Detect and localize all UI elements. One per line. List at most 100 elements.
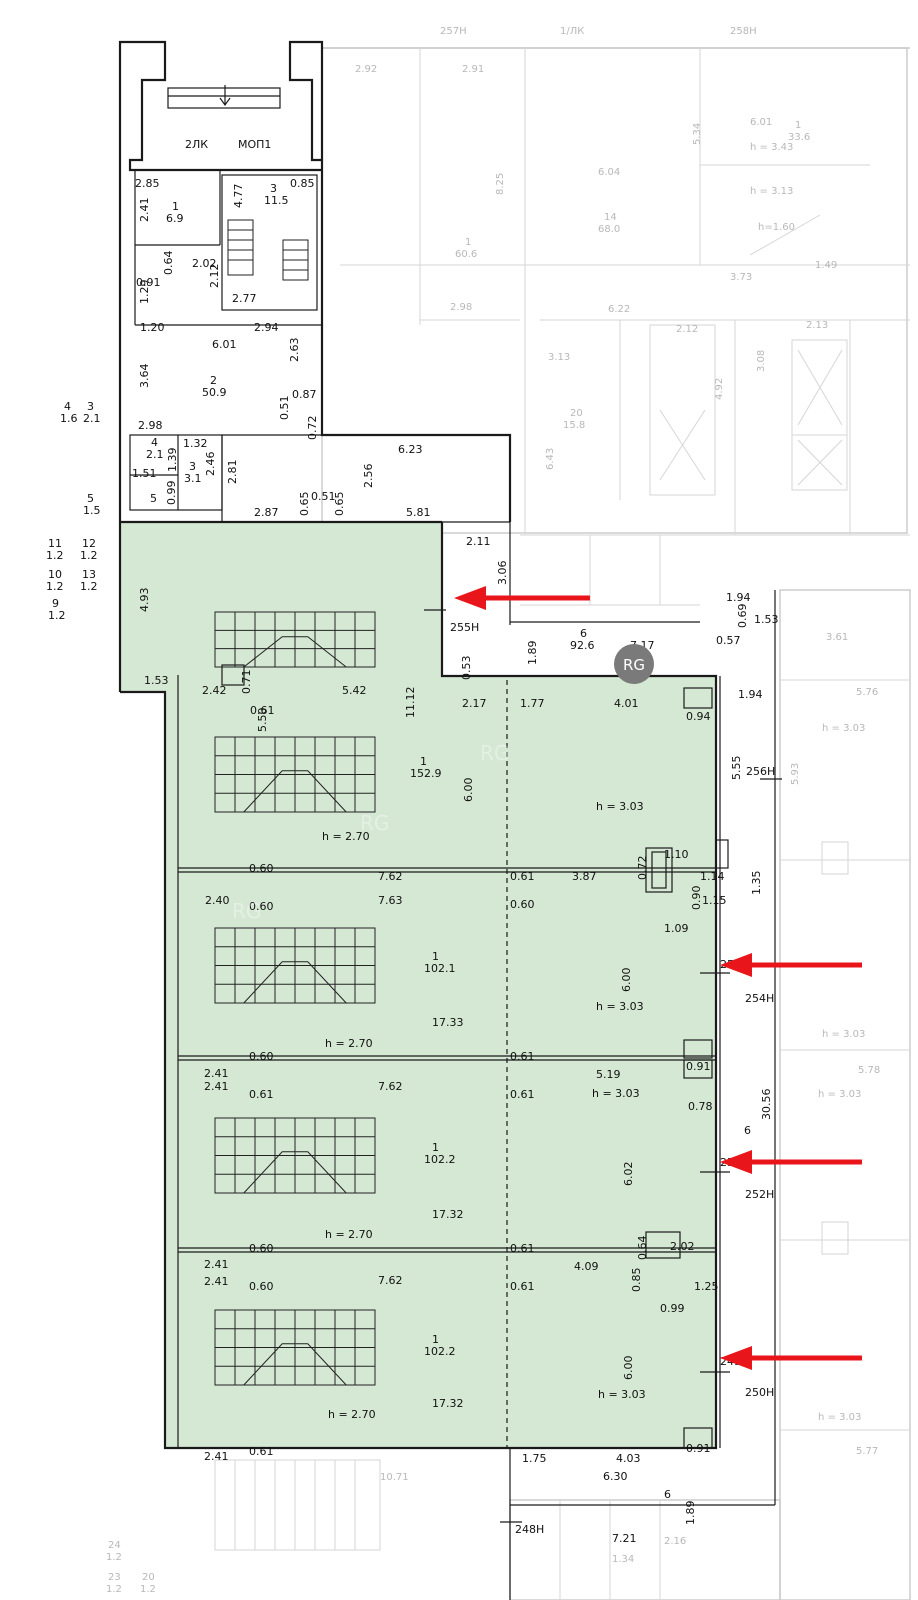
side-label: 10 bbox=[48, 568, 62, 581]
dim-label: 2.41 bbox=[204, 1080, 229, 1093]
dim-label: 0.61 bbox=[510, 1050, 535, 1063]
ghost-dim: 15.8 bbox=[563, 420, 585, 431]
side-label: 1.2 bbox=[106, 1552, 122, 1563]
side-labels: 4 1.6 3 2.1 5 1.5 11 1.2 12 1.2 10 1.2 1… bbox=[46, 400, 156, 1595]
dim-label: 0.64 bbox=[162, 251, 175, 276]
dim-label: 1.09 bbox=[664, 922, 689, 935]
dim-label: 2.85 bbox=[135, 177, 160, 190]
dim-label: 1.77 bbox=[520, 697, 545, 710]
stair-grid bbox=[214, 1117, 376, 1194]
dim-label: 2.41 bbox=[204, 1067, 229, 1080]
dim-label: 5.55 bbox=[730, 756, 743, 781]
dim-label: 0.91 bbox=[686, 1442, 711, 1455]
arrow-axis-253 bbox=[720, 953, 862, 977]
dim-label: 0.61 bbox=[510, 870, 535, 883]
arrow-axis-249 bbox=[720, 1346, 862, 1370]
dim-label: 0.72 bbox=[306, 416, 319, 441]
room-number: 6 bbox=[580, 627, 587, 640]
dim-label: 0.51 bbox=[311, 490, 336, 503]
height-label: h = 3.13 bbox=[750, 186, 793, 197]
ghost-dim: 1 bbox=[795, 120, 801, 131]
dim-label: 4.09 bbox=[574, 1260, 599, 1273]
ghost-dim: 68.0 bbox=[598, 224, 620, 235]
ghost-dim: h = 3.03 bbox=[822, 1029, 865, 1040]
stair-grid bbox=[214, 927, 376, 1004]
dim-label: 6.23 bbox=[398, 443, 423, 456]
dim-label: 2.12 bbox=[208, 264, 221, 289]
dim-label: 1.75 bbox=[522, 1452, 547, 1465]
dim-label: 0.85 bbox=[290, 177, 315, 190]
dim-label: 2.56 bbox=[362, 464, 375, 489]
room-area: 102.2 bbox=[424, 1153, 456, 1166]
axis-label-254: 254Н bbox=[745, 992, 774, 1005]
highlighted-area bbox=[120, 522, 716, 1448]
ghost-dim: h = 3.03 bbox=[818, 1412, 861, 1423]
height-label: h = 3.43 bbox=[750, 142, 793, 153]
dim-label: 1.32 bbox=[183, 437, 208, 450]
height-label: h=1.60 bbox=[758, 222, 795, 233]
room-area: 6.9 bbox=[166, 212, 184, 225]
dim-label: 2.81 bbox=[226, 460, 239, 485]
side-label: 3 bbox=[87, 400, 94, 413]
ghost-dim: 6.04 bbox=[598, 167, 620, 178]
room-area: 92.6 bbox=[570, 639, 595, 652]
height-label: h = 3.03 bbox=[596, 1000, 644, 1013]
side-label: 23 bbox=[108, 1572, 121, 1583]
dim-label: 3.87 bbox=[572, 870, 597, 883]
room-area: 2.1 bbox=[146, 448, 164, 461]
dim-label: 1.20 bbox=[140, 321, 165, 334]
side-label: 1.2 bbox=[106, 1584, 122, 1595]
side-label: 1.2 bbox=[80, 580, 98, 593]
dim-label: 2.46 bbox=[204, 452, 217, 477]
height-label: h = 2.70 bbox=[325, 1228, 373, 1241]
ghost-dim: 5.78 bbox=[858, 1065, 880, 1076]
room-area: 152.9 bbox=[410, 767, 442, 780]
ghost-dim: 6.43 bbox=[545, 448, 556, 470]
stair-grid bbox=[214, 736, 376, 813]
dim-label: 6.00 bbox=[462, 778, 475, 803]
side-label: 4 bbox=[64, 400, 71, 413]
room-number: 3 bbox=[189, 460, 196, 473]
dim-label: 11.12 bbox=[404, 687, 417, 719]
dim-label: 1.10 bbox=[664, 848, 689, 861]
dim-label: 1.94 bbox=[738, 688, 763, 701]
ghost-dim: h = 3.03 bbox=[818, 1089, 861, 1100]
side-label: 2.1 bbox=[83, 412, 101, 425]
dim-label: 0.57 bbox=[716, 634, 741, 647]
dim-label: 7.62 bbox=[378, 870, 403, 883]
ghost-dim: 60.6 bbox=[455, 249, 477, 260]
watermark-text: RG bbox=[480, 741, 509, 765]
dim-label: 7.62 bbox=[378, 1080, 403, 1093]
ghost-dim: 3.08 bbox=[756, 350, 767, 372]
dimensions: 2.85 0.85 4.77 2.41 0.64 2.02 0.91 2.12 … bbox=[132, 177, 779, 1545]
watermark-text: RG bbox=[360, 811, 389, 835]
dim-label: 5.81 bbox=[406, 506, 431, 519]
ghost-dim: 5.93 bbox=[790, 763, 801, 785]
room-area: 50.9 bbox=[202, 386, 227, 399]
dim-label: 0.60 bbox=[249, 900, 274, 913]
axis-label-255: 255Н bbox=[450, 621, 479, 634]
dim-label: 0.87 bbox=[292, 388, 317, 401]
watermarks: RG RG RG bbox=[232, 741, 509, 923]
rg-logo-text: RG bbox=[623, 656, 645, 674]
dim-label: 6.01 bbox=[212, 338, 237, 351]
dim-label: 0.64 bbox=[636, 1236, 649, 1261]
axis-label-252: 252Н bbox=[745, 1188, 774, 1201]
dim-label: 4.93 bbox=[138, 588, 151, 613]
rg-logo-badge: RG bbox=[614, 644, 654, 684]
dim-label: 7.63 bbox=[378, 894, 403, 907]
dim-label: 0.65 bbox=[333, 492, 346, 517]
ghost-dim: 2.12 bbox=[676, 324, 698, 335]
dim-label: 0.65 bbox=[298, 492, 311, 517]
side-label: 1.6 bbox=[60, 412, 78, 425]
ghost-dim: 33.6 bbox=[788, 132, 810, 143]
dim-label: 0.60 bbox=[249, 1050, 274, 1063]
dim-label: 4.03 bbox=[616, 1452, 641, 1465]
dim-label: 6 bbox=[664, 1488, 671, 1501]
dim-label: 0.91 bbox=[686, 1060, 711, 1073]
dim-label: 5.42 bbox=[342, 684, 367, 697]
dim-label: 4.77 bbox=[232, 184, 245, 209]
stair-grid bbox=[214, 611, 376, 668]
side-label: 5 bbox=[87, 492, 94, 505]
dim-label: 2.98 bbox=[138, 419, 163, 432]
